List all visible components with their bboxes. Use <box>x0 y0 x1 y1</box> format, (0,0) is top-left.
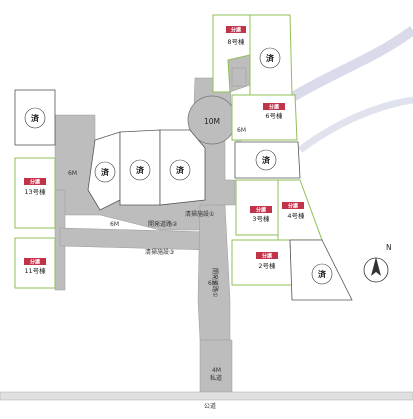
lot-sold-center-left-badge <box>94 161 116 183</box>
lot-sold-center-mid-text: 済 <box>136 165 145 175</box>
road-6m-left: 6M <box>68 170 77 177</box>
road-bottom-access <box>199 339 233 393</box>
turnaround-label: 10M <box>204 117 220 126</box>
lot-4[interactable] <box>277 179 323 241</box>
watermark-swoosh-2 <box>297 96 413 153</box>
road-dev-1: 開発道路① <box>211 268 219 297</box>
public-road-band <box>0 391 413 401</box>
lot-sold-top-right-text: 済 <box>266 53 275 63</box>
lot-11-tag <box>24 258 46 265</box>
lot-8-parking <box>231 67 247 87</box>
lot-11-label: 11号棟 <box>24 266 46 275</box>
road-drive-top <box>227 54 251 93</box>
lot-3-tag-text: 分譲 <box>256 207 267 214</box>
road-4m: 4M <box>212 367 221 374</box>
lot-2-tag <box>256 252 278 259</box>
lot-8-label: 8号棟 <box>227 37 245 46</box>
lot-13-tag <box>24 178 46 185</box>
lot-sold-center-mid-badge <box>129 159 151 181</box>
lot-4-tag <box>282 202 304 209</box>
road-dev-2: 開発道路② <box>148 220 178 228</box>
lot-13-label: 13号棟 <box>24 187 46 196</box>
road-4m-sub: 私道 <box>210 374 222 382</box>
lot-sold-center-right-text: 済 <box>176 165 185 175</box>
lot-6-label: 6号棟 <box>265 111 283 120</box>
lot-sold-top-right-badge <box>259 47 281 69</box>
lot-sold-top-left-text: 済 <box>31 113 40 123</box>
lot-13-tag-text: 分譲 <box>30 179 41 186</box>
north-arrow: N <box>363 243 392 283</box>
lot-6-tag <box>263 103 285 110</box>
north-arrow-label: N <box>386 243 392 252</box>
north-arrow-pointer <box>371 257 381 276</box>
lot-6-tag-text: 分譲 <box>269 104 280 111</box>
road-lower-horizontal <box>59 227 211 251</box>
lot-4-label: 4号棟 <box>287 211 305 220</box>
lot-sold-top-left-badge <box>24 107 46 129</box>
road-6m-mid: 6M <box>110 221 119 228</box>
lot-11-tag-text: 分譲 <box>30 259 41 266</box>
lot-2-label: 2号棟 <box>258 261 276 270</box>
road-cleaning-3: 清掃施設③ <box>145 248 174 256</box>
lot-3-tag <box>250 206 272 213</box>
lot-13[interactable] <box>14 157 56 229</box>
lot-sold-bottom-right-badge <box>311 263 333 285</box>
lot-2-tag-text: 分譲 <box>262 253 273 260</box>
road-6m-right: 6M <box>237 127 246 134</box>
lot-4-tag-text: 分譲 <box>288 203 299 210</box>
road-6m-lower: 6M <box>208 280 217 287</box>
lot-sold-right-middle-text: 済 <box>262 155 271 165</box>
lot-sold-center-right-badge <box>169 159 191 181</box>
road-cleaning-1: 清掃施設① <box>185 210 214 218</box>
lot-8-tag-text: 分譲 <box>231 27 242 34</box>
lot-8-tag <box>226 26 246 33</box>
lot-3-label: 3号棟 <box>252 214 270 223</box>
lot-sold-bottom-right-text: 済 <box>318 269 327 279</box>
lot-sold-center-left-text: 済 <box>101 167 110 177</box>
lot-sold-right-middle-badge <box>255 149 277 171</box>
public-road-label: 公道 <box>204 402 216 410</box>
